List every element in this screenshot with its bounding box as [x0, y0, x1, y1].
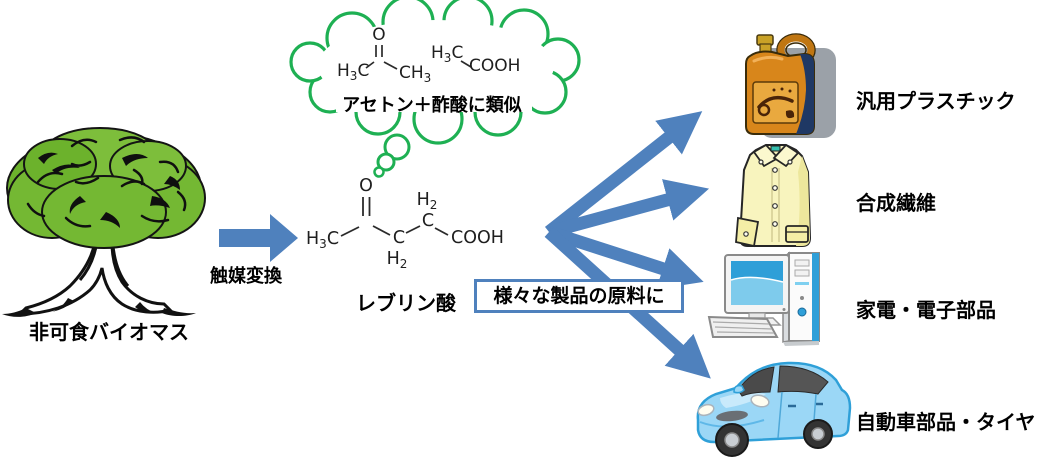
- oil-jug-icon: [745, 33, 836, 138]
- conversion-arrow-icon: [219, 214, 298, 262]
- product-label-electronics: 家電・電子部品: [856, 298, 996, 322]
- biomass-label: 非可食バイオマス: [29, 320, 189, 344]
- product-label-car: 自動車部品・タイヤ: [856, 410, 1036, 434]
- thought-bubble: H3C O CH3 H3C COOH: [289, 0, 581, 178]
- product-label-fiber: 合成繊維: [856, 191, 936, 215]
- lev-h2-down: H2: [387, 249, 408, 271]
- lev-h3c: H3C: [306, 229, 339, 251]
- acetone-ch3: CH3: [399, 63, 431, 85]
- arrow-to-electronics: [547, 225, 704, 290]
- desktop-pc-icon: [707, 251, 820, 346]
- acetone-h3c: H3C: [337, 61, 369, 83]
- acetic-acid-structure: H3C COOH: [431, 43, 520, 76]
- fanout-arrows: [544, 111, 711, 379]
- arrow-to-plastics: [544, 111, 703, 238]
- bubble-tail-1: [383, 133, 411, 161]
- lev-h2-up: H2: [417, 190, 438, 212]
- acetone-o: O: [372, 25, 385, 45]
- tree-icon: [2, 127, 206, 317]
- acetone-structure: H3C O CH3: [337, 25, 431, 85]
- conversion-label: 触媒変換: [210, 266, 282, 287]
- levulinic-acid-structure: H3C O C H2 C H2 COOH: [306, 176, 504, 271]
- lev-cooh: COOH: [451, 228, 504, 248]
- lev-c1: C: [393, 228, 405, 248]
- bubble-tail-3: [373, 166, 385, 178]
- car-icon: [696, 361, 852, 457]
- folded-shirt-icon: [735, 143, 812, 248]
- bubble-tail-2: [376, 152, 396, 172]
- lev-c2: C: [422, 211, 434, 231]
- molecule-name-label: レブリン酸: [356, 291, 456, 315]
- usage-note-box: 様々な製品の原料に: [474, 279, 684, 313]
- acetic-cooh: COOH: [469, 56, 520, 76]
- lev-o: O: [359, 176, 373, 196]
- product-label-plastics: 汎用プラスチック: [856, 89, 1016, 113]
- arrow-to-fiber: [547, 179, 710, 239]
- acetic-h3c: H3C: [431, 43, 463, 65]
- bubble-caption: アセトン＋酢酸に類似: [342, 95, 522, 116]
